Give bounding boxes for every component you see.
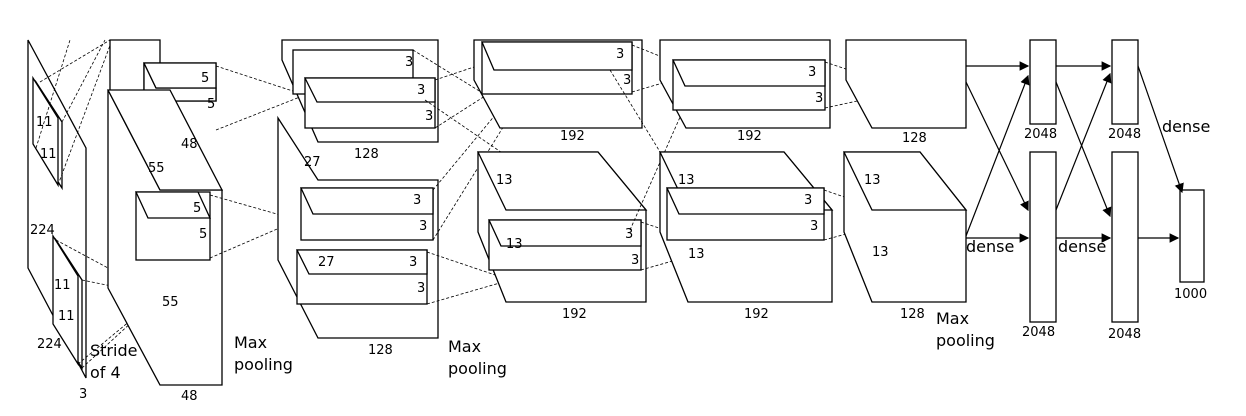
diagram-labels: 224 224 3 11 11 11 11 Stride of 4 55 55 … (30, 47, 1210, 404)
conv4-depth-bottom-label: 192 (744, 307, 769, 322)
conv1-size-label-b: 55 (162, 295, 179, 310)
conv4-kernel-label: 3 (810, 219, 818, 234)
input-height-label: 224 (30, 223, 55, 238)
conv1-depth-top-label: 48 (181, 137, 198, 152)
maxpool2-label-line2: pooling (448, 359, 507, 378)
input-channels-label: 3 (79, 387, 87, 402)
conv2-kernel-label: 3 (417, 83, 425, 98)
conv5-size-label-b: 13 (872, 245, 889, 260)
conv3-kernel-label: 3 (625, 227, 633, 242)
maxpool3-label-line2: pooling (936, 331, 995, 350)
fc6-bottom-size-label: 2048 (1022, 325, 1055, 340)
conv2-kernel-label: 3 (409, 255, 417, 270)
conv3-size-label-b: 13 (506, 237, 523, 252)
conv2-kernel-label: 3 (405, 55, 413, 70)
dense-label-output: dense (1162, 117, 1210, 136)
conv3-bottom-block (476, 151, 648, 303)
conv2-depth-bottom-label: 128 (368, 343, 393, 358)
conv5-depth-bottom-label: 128 (900, 307, 925, 322)
conv4-size-label-a: 13 (678, 173, 695, 188)
conv4-top-block (659, 39, 831, 129)
conv1-depth-bottom-label: 48 (181, 389, 198, 404)
output-block (1179, 189, 1205, 283)
conv3-depth-bottom-label: 192 (562, 307, 587, 322)
conv2-bottom-block (277, 115, 439, 339)
conv3-kernel-label: 3 (616, 47, 624, 62)
conv5-size-label-a: 13 (864, 173, 881, 188)
conv4-bottom-block (658, 151, 834, 303)
conv2-kernel-label: 3 (419, 219, 427, 234)
maxpool1-label-line2: pooling (234, 355, 293, 374)
fc7-block (1111, 39, 1139, 323)
conv5-top-block (845, 39, 967, 129)
conv3-top-block (473, 39, 643, 129)
conv2-depth-top-label: 128 (354, 147, 379, 162)
conv4-depth-top-label: 192 (737, 129, 762, 144)
conv1-kernel-label-c: 5 (193, 201, 201, 216)
conv1-kernel-label-a: 5 (201, 71, 209, 86)
conv2-size-label: 27 (304, 155, 321, 170)
conv4-size-label-b: 13 (688, 247, 705, 262)
stride-label-line2: of 4 (90, 363, 121, 382)
stride-label-line1: Stride (90, 341, 137, 360)
conv3-kernel-label: 3 (631, 253, 639, 268)
conv5-depth-top-label: 128 (902, 131, 927, 146)
conv2-kernel-label: 3 (417, 281, 425, 296)
input-volume (27, 39, 87, 379)
maxpool1-label-line1: Max (234, 333, 267, 352)
dense-connections (965, 61, 1184, 243)
dense-label-fc7: dense (1058, 237, 1106, 256)
conv1-bottom-block (106, 89, 224, 386)
conv4-kernel-label: 3 (804, 193, 812, 208)
conv1-size-label-a: 55 (148, 161, 165, 176)
dense-label-fc6: dense (966, 237, 1014, 256)
kernel11-label-d: 11 (58, 309, 75, 324)
conv4-kernel-label: 3 (808, 65, 816, 80)
conv2-top-block (281, 39, 439, 143)
kernel11-label-a: 11 (36, 115, 53, 130)
conv4-kernel-label: 3 (815, 91, 823, 106)
maxpool3-label-line1: Max (936, 309, 969, 328)
fc7-bottom-size-label: 2048 (1108, 327, 1141, 342)
kernel11-label-b: 11 (40, 147, 57, 162)
input-width-label: 224 (37, 337, 62, 352)
conv1-kernel-label-b: 5 (207, 97, 215, 112)
kernel11-label-c: 11 (54, 278, 71, 293)
conv2-kernel-label: 3 (425, 109, 433, 124)
fc7-top-size-label: 2048 (1108, 127, 1141, 142)
conv2-size-label-b: 27 (318, 255, 335, 270)
fc6-block (1029, 39, 1057, 323)
conv3-depth-top-label: 192 (560, 129, 585, 144)
conv2-kernel-label: 3 (413, 193, 421, 208)
output-size-label: 1000 (1174, 287, 1207, 302)
conv5-bottom-block (842, 151, 968, 303)
conv3-size-label-a: 13 (496, 173, 513, 188)
fc6-top-size-label: 2048 (1024, 127, 1057, 142)
maxpool2-label-line1: Max (448, 337, 481, 356)
conv1-kernel-label-d: 5 (199, 227, 207, 242)
conv3-kernel-label: 3 (623, 73, 631, 88)
